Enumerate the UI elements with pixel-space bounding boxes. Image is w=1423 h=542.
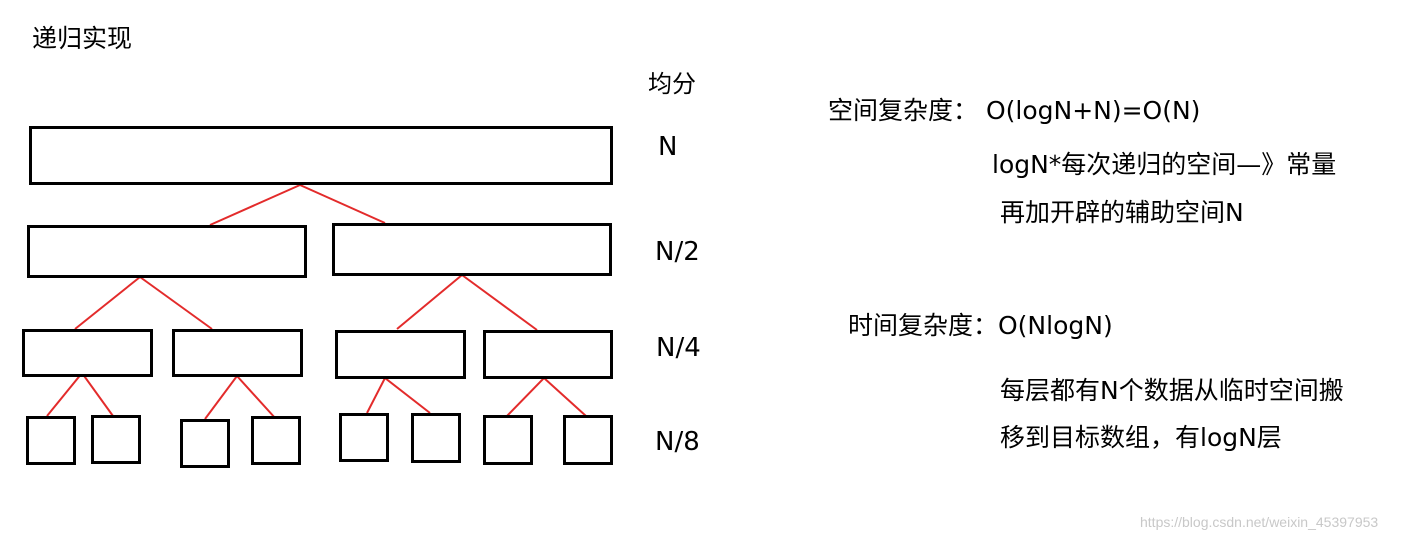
level-label-n: N — [658, 132, 678, 162]
source-watermark: https://blog.csdn.net/weixin_45397953 — [1140, 514, 1379, 530]
node-level-n2-right — [332, 223, 612, 276]
edge — [299, 184, 386, 224]
node-level-n — [29, 126, 613, 185]
level-label-n-4: N/4 — [656, 333, 701, 363]
time-complexity-line1: 每层都有N个数据从临时空间搬 — [1000, 376, 1344, 405]
edge — [74, 276, 141, 330]
node-level-n8 — [339, 413, 389, 462]
level-label-n-2: N/2 — [655, 237, 700, 267]
node-level-n4 — [172, 329, 303, 377]
node-level-n2-left — [27, 225, 307, 278]
node-level-n8 — [411, 413, 461, 463]
edge — [396, 274, 463, 330]
node-level-n8 — [251, 416, 301, 465]
node-level-n8 — [26, 416, 76, 465]
node-level-n4 — [335, 330, 466, 379]
edge — [204, 375, 238, 420]
level-label-n-8: N/8 — [655, 427, 700, 457]
edge — [543, 377, 587, 417]
edge — [46, 372, 83, 417]
time-complexity-line2: 移到目标数组，有logN层 — [1000, 423, 1282, 452]
node-level-n8 — [180, 419, 230, 468]
edge — [236, 375, 277, 420]
edge — [366, 377, 386, 414]
edge — [461, 274, 538, 331]
space-complexity-line2: 再加开辟的辅助空间N — [1000, 198, 1244, 227]
node-level-n4 — [22, 329, 153, 377]
edge — [506, 377, 545, 417]
edge — [209, 184, 301, 226]
edge — [139, 276, 213, 330]
time-complexity-heading: 时间复杂度：O(NlogN) — [848, 311, 1113, 340]
node-level-n8 — [91, 415, 141, 464]
node-level-n8 — [563, 415, 613, 465]
space-complexity-line1: logN*每次递归的空间—》常量 — [992, 150, 1337, 179]
partition-header: 均分 — [648, 70, 696, 98]
edge — [384, 377, 431, 414]
node-level-n8 — [483, 415, 533, 465]
diagram-title: 递归实现 — [32, 24, 133, 53]
space-complexity-heading: 空间复杂度： O(logN+N)=O(N) — [828, 96, 1201, 125]
edge — [81, 372, 114, 417]
node-level-n4 — [483, 330, 613, 379]
